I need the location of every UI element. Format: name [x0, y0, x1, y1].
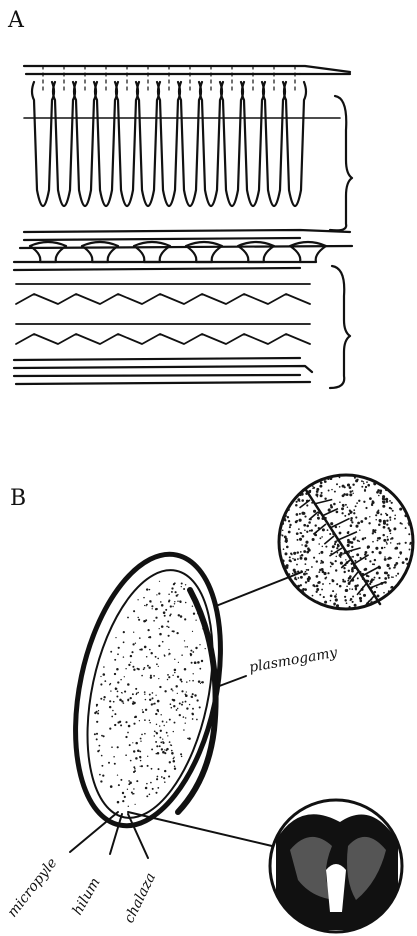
inset-hatch: [370, 582, 385, 588]
palisade-cell: [221, 82, 243, 206]
hourglass-base-line-2: [14, 268, 300, 270]
hourglass-cell: [134, 242, 170, 262]
inset-hatch: [313, 524, 326, 534]
top-inset-diagonal: [306, 490, 380, 604]
top-inset-stipple: [278, 474, 415, 610]
inset-hatch: [338, 532, 357, 540]
inner-line-1: [14, 358, 300, 360]
inset-hatch: [346, 548, 361, 552]
label-chalaza: chalaza: [121, 870, 159, 925]
inset-hatch: [362, 566, 380, 576]
inset-hatch: [324, 536, 334, 544]
palisade-base-line-2: [24, 238, 300, 240]
brace-lower: [330, 266, 350, 388]
parenchyma-wall: [16, 334, 310, 344]
inset-hatch: [314, 499, 332, 504]
inset-hatch: [300, 500, 310, 508]
palisade-cell: [179, 82, 201, 206]
plasmogamy-leader: [214, 676, 246, 688]
inner-line-4: [16, 382, 310, 384]
hourglass-cell: [290, 242, 326, 262]
ovule-inner-wall: [67, 559, 233, 830]
panel-a-seed-coat-section: [0, 0, 417, 420]
hourglass-cell: [82, 242, 118, 262]
parenchyma-layer: [16, 284, 310, 344]
palisade-cell: [32, 82, 54, 206]
parenchyma-wall: [16, 294, 310, 304]
inset-hatch: [364, 596, 374, 607]
inset-hatch: [349, 572, 358, 583]
palisade-cell: [95, 82, 117, 206]
hourglass-cell: [186, 242, 222, 262]
palisade-cell: [53, 82, 75, 206]
ovule-stipple: [94, 581, 206, 807]
palisade-cell: [158, 82, 180, 206]
ovule-outer-wall: [53, 541, 243, 839]
top-inset-marks: [300, 499, 397, 607]
inner-line-2: [14, 366, 312, 372]
bottom-inset-circle: [270, 800, 402, 932]
panel-b-label: B: [10, 486, 26, 511]
inset-hatch: [309, 512, 318, 520]
palisade-layer: [24, 66, 340, 206]
palisade-base-line-1: [24, 230, 350, 232]
ovule-dark-margin: [178, 590, 216, 812]
palisade-cell: [263, 82, 285, 206]
inset-hatch: [322, 509, 338, 516]
palisade-cell: [242, 82, 264, 206]
palisade-cell: [137, 82, 159, 206]
brace-upper: [330, 96, 352, 230]
chalaza-leader: [128, 814, 148, 858]
bottom-inset-content: [276, 814, 398, 930]
micropyle-leader: [70, 812, 118, 852]
hourglass-cell: [30, 242, 66, 262]
hilum-leader: [110, 814, 122, 854]
palisade-cell: [116, 82, 138, 206]
outer-cuticle-line: [24, 66, 350, 72]
connector-line-bottom: [128, 812, 272, 846]
label-plasmogamy: plasmogamy: [248, 645, 340, 676]
inner-line-3: [14, 375, 300, 376]
palisade-cell: [284, 82, 306, 206]
hourglass-cell: [238, 242, 274, 262]
inset-hatch: [357, 584, 366, 595]
palisade-cell: [74, 82, 96, 206]
top-inset-circle: [279, 475, 413, 609]
inset-hatch: [378, 593, 397, 600]
inset-hatch: [354, 555, 369, 564]
inset-hatch: [329, 548, 342, 556]
inset-hatch: [330, 518, 350, 528]
palisade-cell: [200, 82, 222, 206]
inset-hatch: [341, 560, 350, 568]
connector-line-top: [216, 572, 302, 606]
label-micropyle: micropyle: [5, 855, 61, 920]
label-hilum: hilum: [70, 875, 104, 918]
